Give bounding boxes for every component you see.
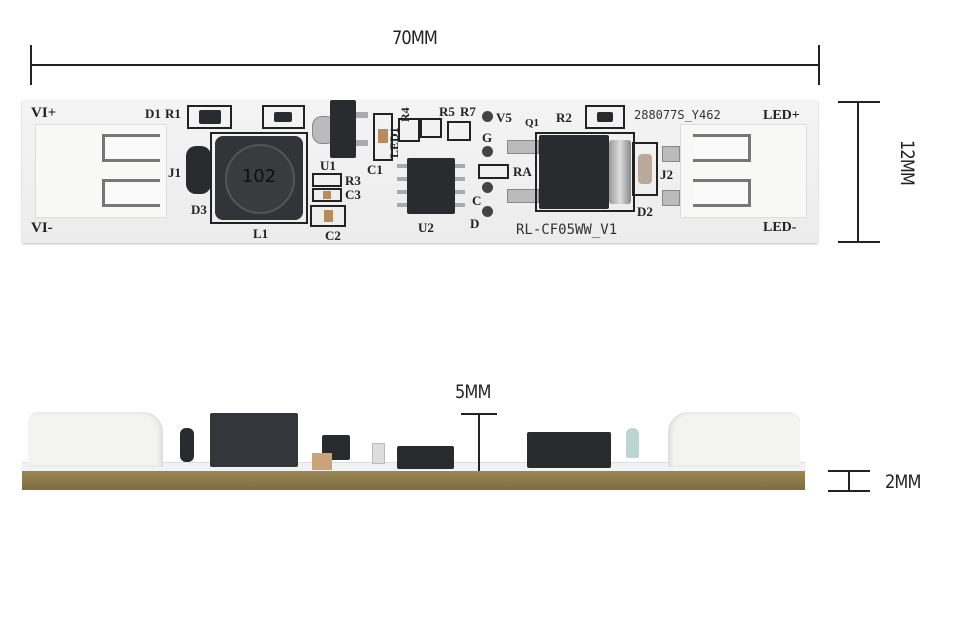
led-d2-side bbox=[626, 428, 639, 458]
silk-r5: R5 bbox=[439, 104, 455, 119]
silk-vi-plus: VI+ bbox=[31, 105, 57, 121]
thickness-dimension-line bbox=[848, 470, 850, 491]
silk-q1: Q1 bbox=[525, 117, 540, 129]
u2-pin bbox=[397, 203, 407, 207]
resistor-r3 bbox=[312, 173, 342, 187]
q1-pad bbox=[507, 189, 539, 203]
resistor-ra bbox=[478, 164, 509, 179]
inductor-l1: 102 bbox=[215, 136, 303, 220]
u2-pin bbox=[455, 203, 465, 207]
resistor-r1 bbox=[262, 105, 305, 129]
silk-c: C bbox=[472, 193, 482, 208]
capacitor-c2 bbox=[310, 205, 346, 227]
j2-pad bbox=[662, 190, 680, 206]
sensor-side bbox=[180, 428, 194, 462]
silk-u2: U2 bbox=[418, 220, 434, 235]
output-connector bbox=[680, 124, 807, 218]
length-dimension-tick-left bbox=[30, 45, 32, 85]
thickness-label: 2MM bbox=[885, 471, 921, 493]
silk-j1: J1 bbox=[168, 165, 181, 180]
input-connector bbox=[35, 124, 167, 218]
mosfet-side bbox=[527, 432, 611, 468]
inductor-outline bbox=[210, 132, 308, 224]
test-point-v5 bbox=[482, 111, 493, 122]
j2-pad bbox=[662, 146, 680, 162]
mosfet-q1 bbox=[539, 135, 609, 209]
u2-pin bbox=[397, 164, 407, 168]
input-connector-side bbox=[28, 412, 163, 467]
silk-g: G bbox=[482, 130, 493, 145]
u2-pin bbox=[397, 177, 407, 181]
width-dimension-tick-bottom bbox=[838, 241, 880, 243]
resistor-r2 bbox=[585, 105, 625, 129]
capacitor-c1 bbox=[373, 113, 393, 161]
silk-vi-minus: VI- bbox=[31, 220, 53, 236]
height-dimension-line bbox=[478, 413, 480, 471]
test-point-c bbox=[482, 182, 493, 193]
mosfet-tab bbox=[609, 140, 631, 204]
silk-c3: C3 bbox=[345, 187, 361, 202]
regulator-u1 bbox=[330, 100, 356, 158]
silk-u1: U1 bbox=[320, 158, 336, 173]
ic-u2 bbox=[407, 158, 455, 214]
width-dimension-line bbox=[857, 102, 859, 242]
connector-slot bbox=[102, 179, 160, 207]
inductor-side bbox=[210, 413, 298, 467]
led-d2 bbox=[632, 142, 658, 196]
u1-pin bbox=[356, 112, 368, 118]
silk-r1: R1 bbox=[165, 106, 181, 121]
ic-side bbox=[397, 446, 454, 469]
width-dimension-tick-top bbox=[838, 101, 880, 103]
width-label: 12MM bbox=[896, 140, 918, 186]
pcb-edge-side-view bbox=[22, 470, 805, 490]
silk-model: RL-CF05WW_V1 bbox=[516, 222, 618, 238]
silk-led1: LED1 bbox=[387, 127, 401, 158]
silk-led-minus: LED- bbox=[763, 220, 797, 235]
silk-ra: RA bbox=[513, 164, 532, 179]
mosfet-outline bbox=[535, 132, 635, 212]
resistor-r5 bbox=[420, 118, 442, 138]
inductor-marking: 102 bbox=[241, 166, 277, 187]
connector-slot bbox=[102, 134, 160, 162]
silk-r3: R3 bbox=[345, 173, 361, 188]
silk-led-plus: LED+ bbox=[763, 108, 800, 123]
silk-d3: D3 bbox=[191, 202, 207, 217]
resistor-r4 bbox=[398, 118, 420, 142]
silk-d: D bbox=[470, 216, 480, 231]
diode-d1 bbox=[187, 105, 232, 129]
component-height-label: 5MM bbox=[455, 381, 491, 403]
length-label: 70MM bbox=[392, 27, 438, 49]
output-connector-side bbox=[668, 412, 800, 467]
silk-r4: R4 bbox=[398, 107, 412, 122]
silk-r7: R7 bbox=[460, 104, 476, 119]
silk-d1: D1 bbox=[145, 106, 161, 121]
silk-r2: R2 bbox=[556, 110, 572, 125]
silk-v5: V5 bbox=[496, 110, 512, 125]
connector-slot bbox=[693, 134, 751, 162]
capacitor-c3 bbox=[312, 188, 342, 202]
test-point-g bbox=[482, 146, 493, 157]
silk-c1: C1 bbox=[367, 162, 383, 177]
u2-pin bbox=[455, 177, 465, 181]
u2-pin bbox=[397, 190, 407, 194]
length-dimension-line bbox=[30, 64, 820, 66]
u1-pin bbox=[356, 140, 368, 146]
silk-board-code: 288077S_Y462 bbox=[634, 108, 721, 122]
capacitor-side bbox=[312, 453, 332, 470]
length-dimension-tick-right bbox=[818, 45, 820, 85]
sensor-j1 bbox=[186, 146, 211, 194]
silk-l1: L1 bbox=[253, 226, 269, 241]
thickness-tick-bottom bbox=[828, 490, 870, 492]
led-side bbox=[372, 443, 385, 464]
silk-c2: C2 bbox=[325, 228, 341, 243]
connector-slot bbox=[693, 179, 751, 207]
resistor-r7 bbox=[447, 121, 471, 141]
u2-pin bbox=[455, 190, 465, 194]
silk-j2: J2 bbox=[660, 167, 673, 182]
silk-d2: D2 bbox=[637, 204, 653, 219]
u2-pin bbox=[455, 164, 465, 168]
test-point-d bbox=[482, 206, 493, 217]
q1-pad bbox=[507, 140, 539, 154]
